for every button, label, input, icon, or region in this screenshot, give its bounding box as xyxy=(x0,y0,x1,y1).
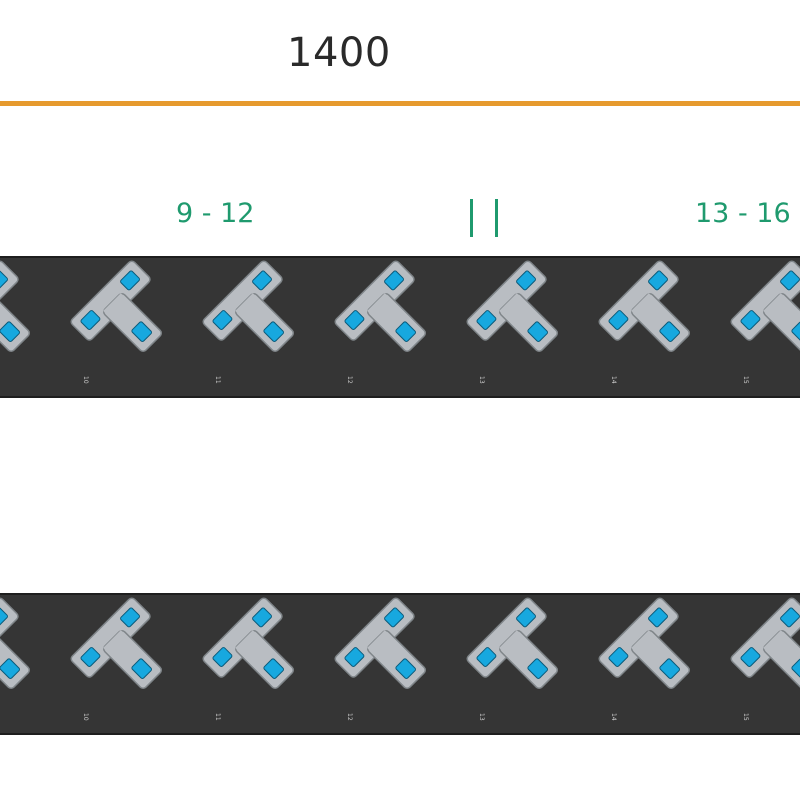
socket-pin-left xyxy=(80,310,101,330)
socket-pin-right xyxy=(120,270,140,291)
dimension-annotation: 1400 xyxy=(0,0,800,120)
socket-pin-earth xyxy=(659,658,680,679)
socket-pin-left xyxy=(740,310,761,330)
group-label-13-16: 13 - 16 xyxy=(695,198,791,229)
socket-outlet xyxy=(466,597,559,690)
socket-pin-right xyxy=(252,607,272,628)
socket-face-stem xyxy=(0,293,31,353)
socket-pin-earth xyxy=(527,321,548,342)
socket-pin-right xyxy=(0,607,8,628)
socket-face-join xyxy=(367,630,394,657)
socket-number: 11 xyxy=(214,376,221,384)
socket-pin-right xyxy=(516,270,536,291)
socket-number: 15 xyxy=(742,376,749,384)
socket-number: 14 xyxy=(610,376,617,384)
socket-pin-earth xyxy=(395,321,416,342)
socket-outlet xyxy=(466,260,559,353)
socket-face-join xyxy=(631,630,658,657)
socket-pin-earth xyxy=(263,321,284,342)
socket-pin-left xyxy=(476,647,497,667)
socket-outlet xyxy=(598,260,691,353)
socket-pin-earth xyxy=(791,658,800,679)
socket-pin-right xyxy=(252,270,272,291)
socket-pin-right xyxy=(384,607,404,628)
socket-number: 11 xyxy=(214,713,221,721)
socket-outlet xyxy=(598,597,691,690)
socket-face-join xyxy=(367,293,394,320)
socket-face-bar xyxy=(0,260,19,341)
socket-pin-left xyxy=(608,310,629,330)
socket-outlet xyxy=(0,597,31,690)
socket-outlet xyxy=(334,597,427,690)
socket-pin-earth xyxy=(0,658,20,679)
socket-face-join xyxy=(103,293,130,320)
socket-pin-left xyxy=(344,647,365,667)
socket-pin-earth xyxy=(131,658,152,679)
socket-pin-right xyxy=(780,270,800,291)
socket-pin-earth xyxy=(263,658,284,679)
socket-pin-earth xyxy=(395,658,416,679)
socket-pin-left xyxy=(740,647,761,667)
socket-pin-right xyxy=(120,607,140,628)
socket-number: 10 xyxy=(82,713,89,721)
socket-pin-left xyxy=(476,310,497,330)
socket-face-join xyxy=(235,630,262,657)
socket-pin-earth xyxy=(0,321,20,342)
bottom-strip-sockets: 10 11 12 13 14 15 xyxy=(0,597,800,721)
socket-face-stem xyxy=(0,630,31,690)
socket-outlet xyxy=(70,260,163,353)
socket-face-join xyxy=(499,293,526,320)
socket-outlet xyxy=(202,260,295,353)
top-strip-sockets: 10 11 12 13 14 15 xyxy=(0,260,800,384)
socket-number: 10 xyxy=(82,376,89,384)
power-strip-top: 10 11 12 13 14 15 xyxy=(0,256,800,398)
socket-outlet xyxy=(202,597,295,690)
socket-pin-left xyxy=(80,647,101,667)
socket-pin-earth xyxy=(527,658,548,679)
socket-number: 13 xyxy=(478,376,485,384)
socket-pin-right xyxy=(648,607,668,628)
socket-face-join xyxy=(103,630,130,657)
socket-face-join xyxy=(235,293,262,320)
socket-pin-left xyxy=(344,310,365,330)
socket-pin-right xyxy=(384,270,404,291)
socket-pin-earth xyxy=(131,321,152,342)
socket-number: 12 xyxy=(346,713,353,721)
socket-pin-left xyxy=(212,647,233,667)
socket-face-bar xyxy=(0,597,19,678)
socket-face-join xyxy=(499,630,526,657)
socket-outlet xyxy=(0,260,31,353)
dimension-line xyxy=(0,101,800,106)
socket-pin-left xyxy=(212,310,233,330)
socket-number: 14 xyxy=(610,713,617,721)
socket-pin-right xyxy=(0,270,8,291)
group-separator-left xyxy=(470,199,473,237)
socket-face-join xyxy=(631,293,658,320)
socket-number: 12 xyxy=(346,376,353,384)
socket-face-join xyxy=(763,630,790,657)
socket-outlet xyxy=(730,597,800,690)
socket-outlet xyxy=(70,597,163,690)
socket-outlet xyxy=(730,260,800,353)
socket-pin-earth xyxy=(791,321,800,342)
dimension-label: 1400 xyxy=(287,30,391,76)
power-strip-bottom: 10 11 12 13 14 15 xyxy=(0,593,800,735)
socket-pin-right xyxy=(780,607,800,628)
group-label-9-12: 9 - 12 xyxy=(176,198,255,229)
socket-number: 13 xyxy=(478,713,485,721)
socket-pin-right xyxy=(516,607,536,628)
socket-number: 15 xyxy=(742,713,749,721)
socket-pin-earth xyxy=(659,321,680,342)
socket-pin-right xyxy=(648,270,668,291)
group-separator-right xyxy=(495,199,498,237)
socket-pin-left xyxy=(608,647,629,667)
socket-outlet xyxy=(334,260,427,353)
socket-face-join xyxy=(763,293,790,320)
